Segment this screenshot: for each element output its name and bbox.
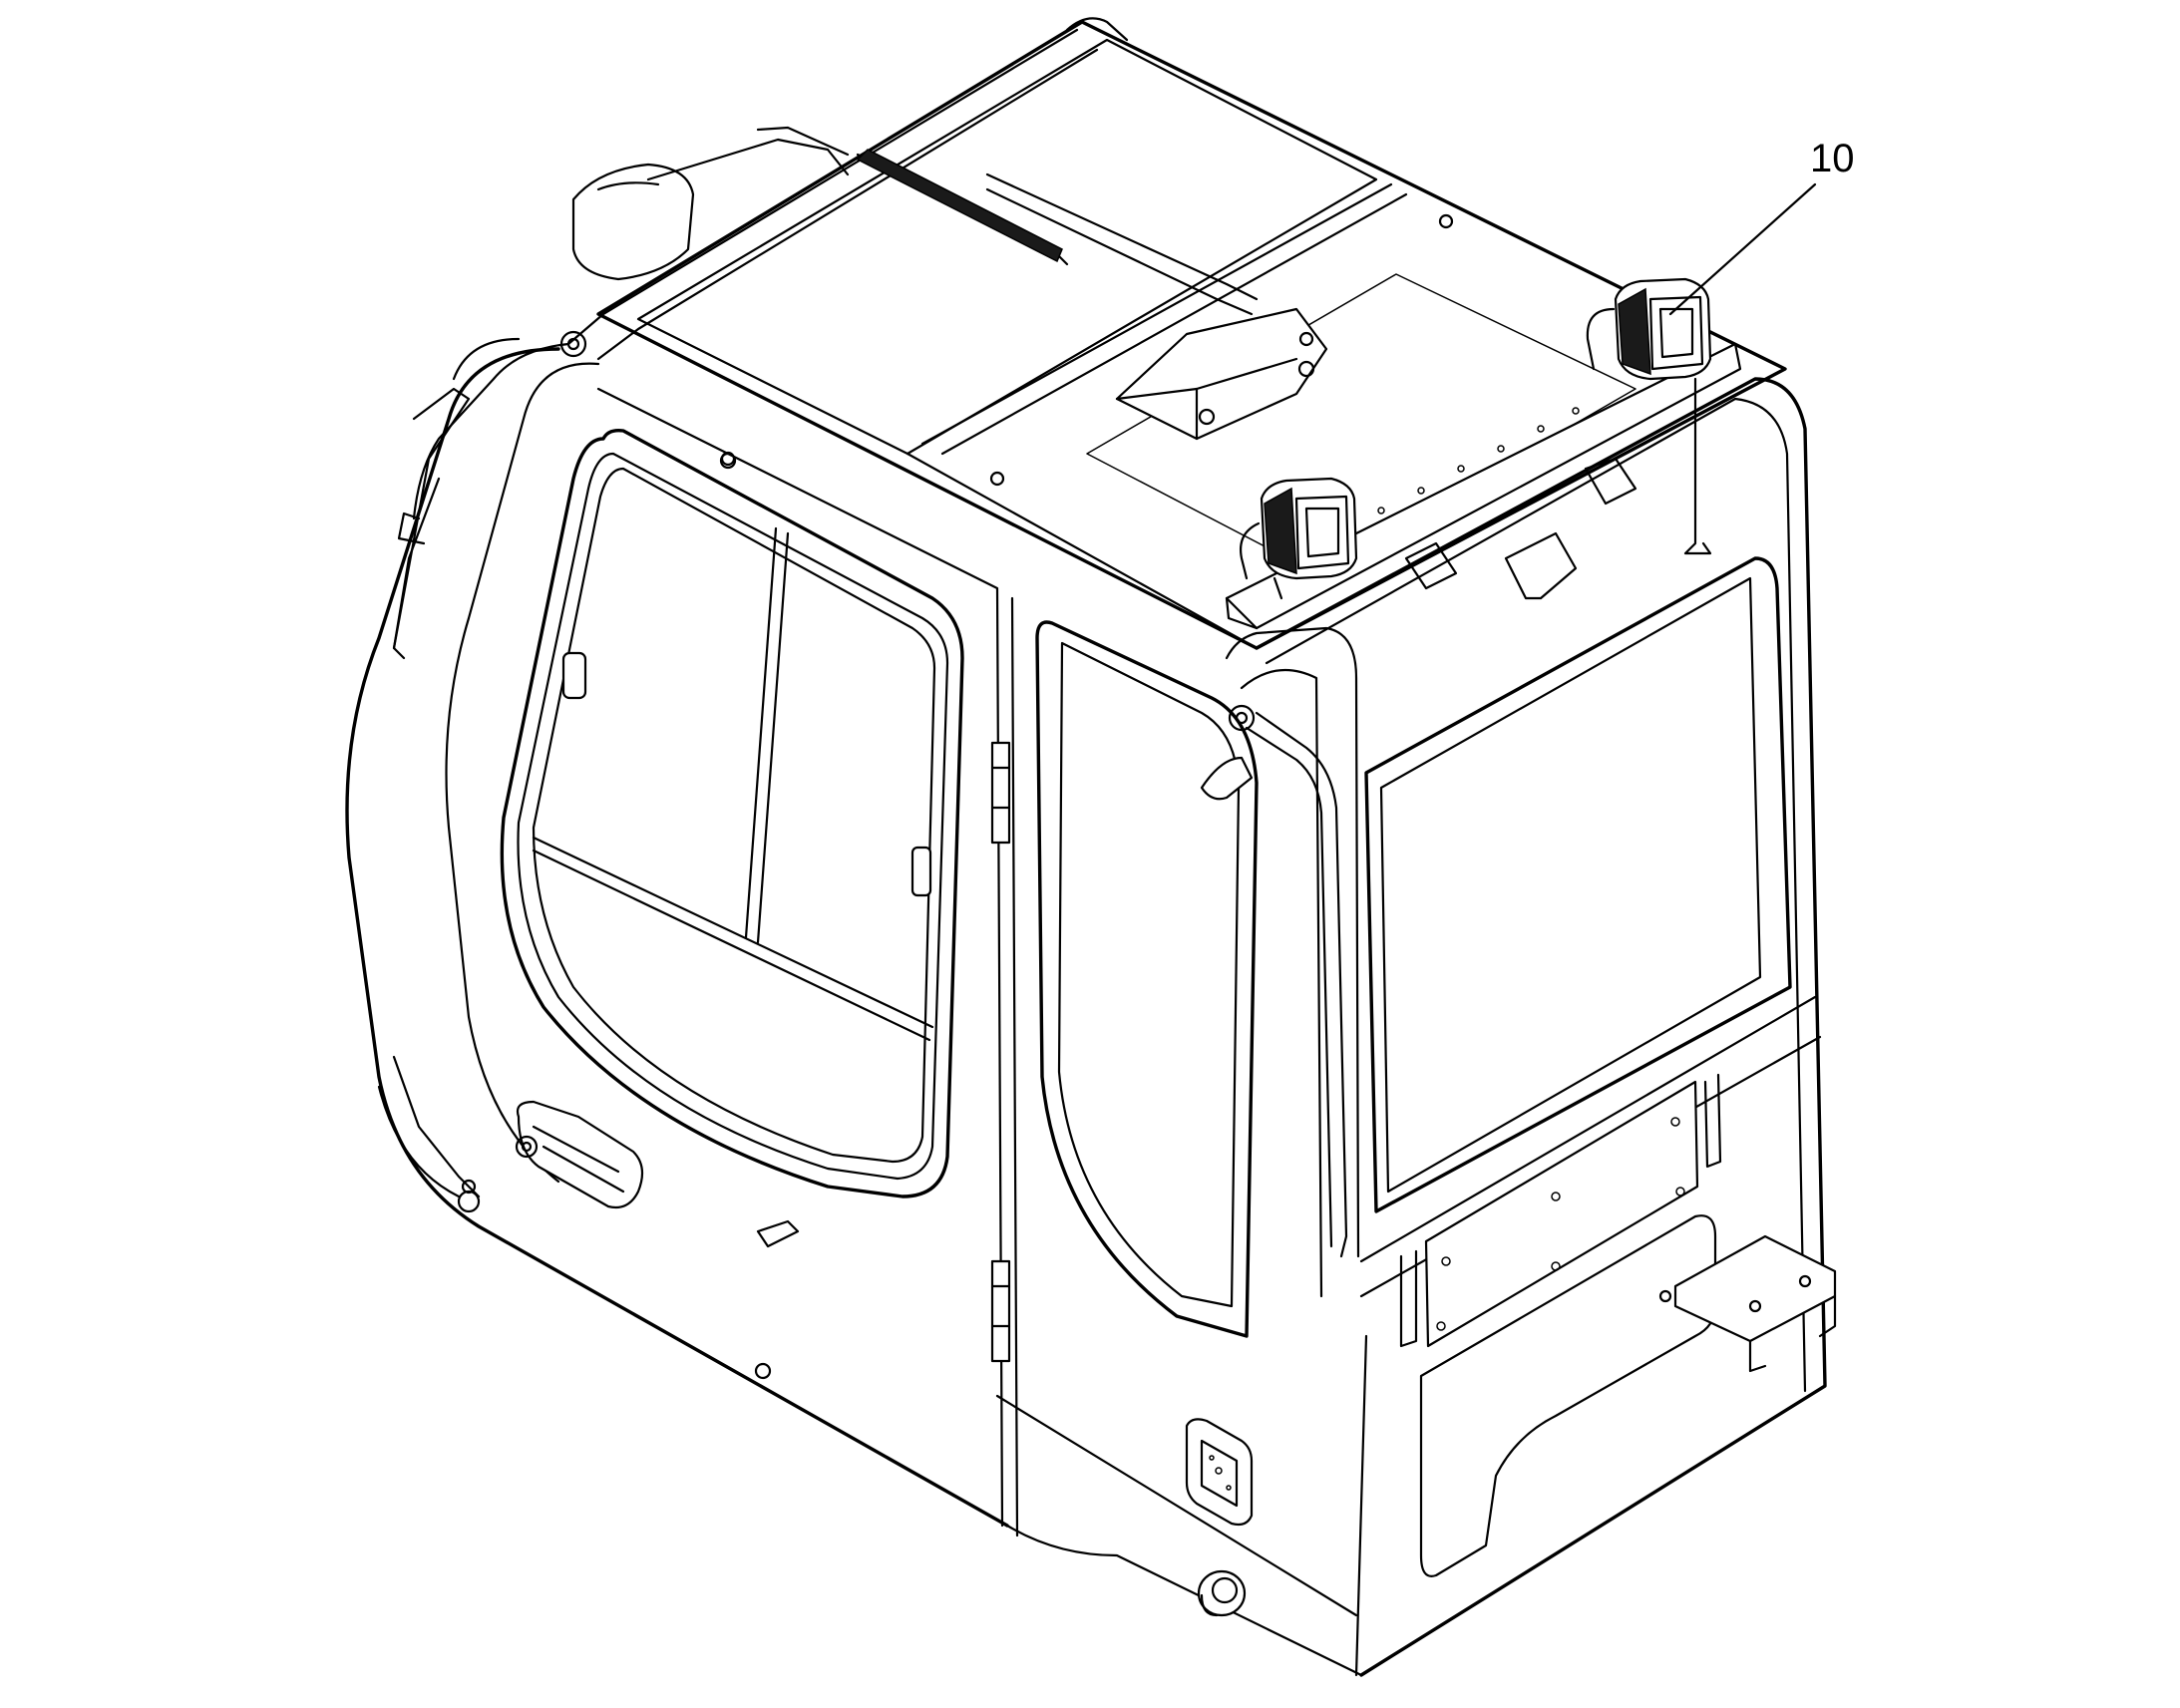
rear-panel [1255, 377, 1837, 1677]
callout-label: 10 [1810, 137, 1855, 180]
work-light-left [1240, 477, 1358, 600]
lower-body [995, 1394, 1363, 1677]
callout-leader-line [1668, 182, 1817, 316]
left-door [500, 387, 1019, 1537]
work-light-right [1586, 277, 1712, 555]
callout-light-bracket: 10 [1668, 137, 1855, 316]
cab-corner-post [1200, 626, 1360, 1298]
roof [566, 17, 1787, 650]
cab-left-side [345, 330, 1009, 1528]
side-window [1035, 620, 1259, 1338]
